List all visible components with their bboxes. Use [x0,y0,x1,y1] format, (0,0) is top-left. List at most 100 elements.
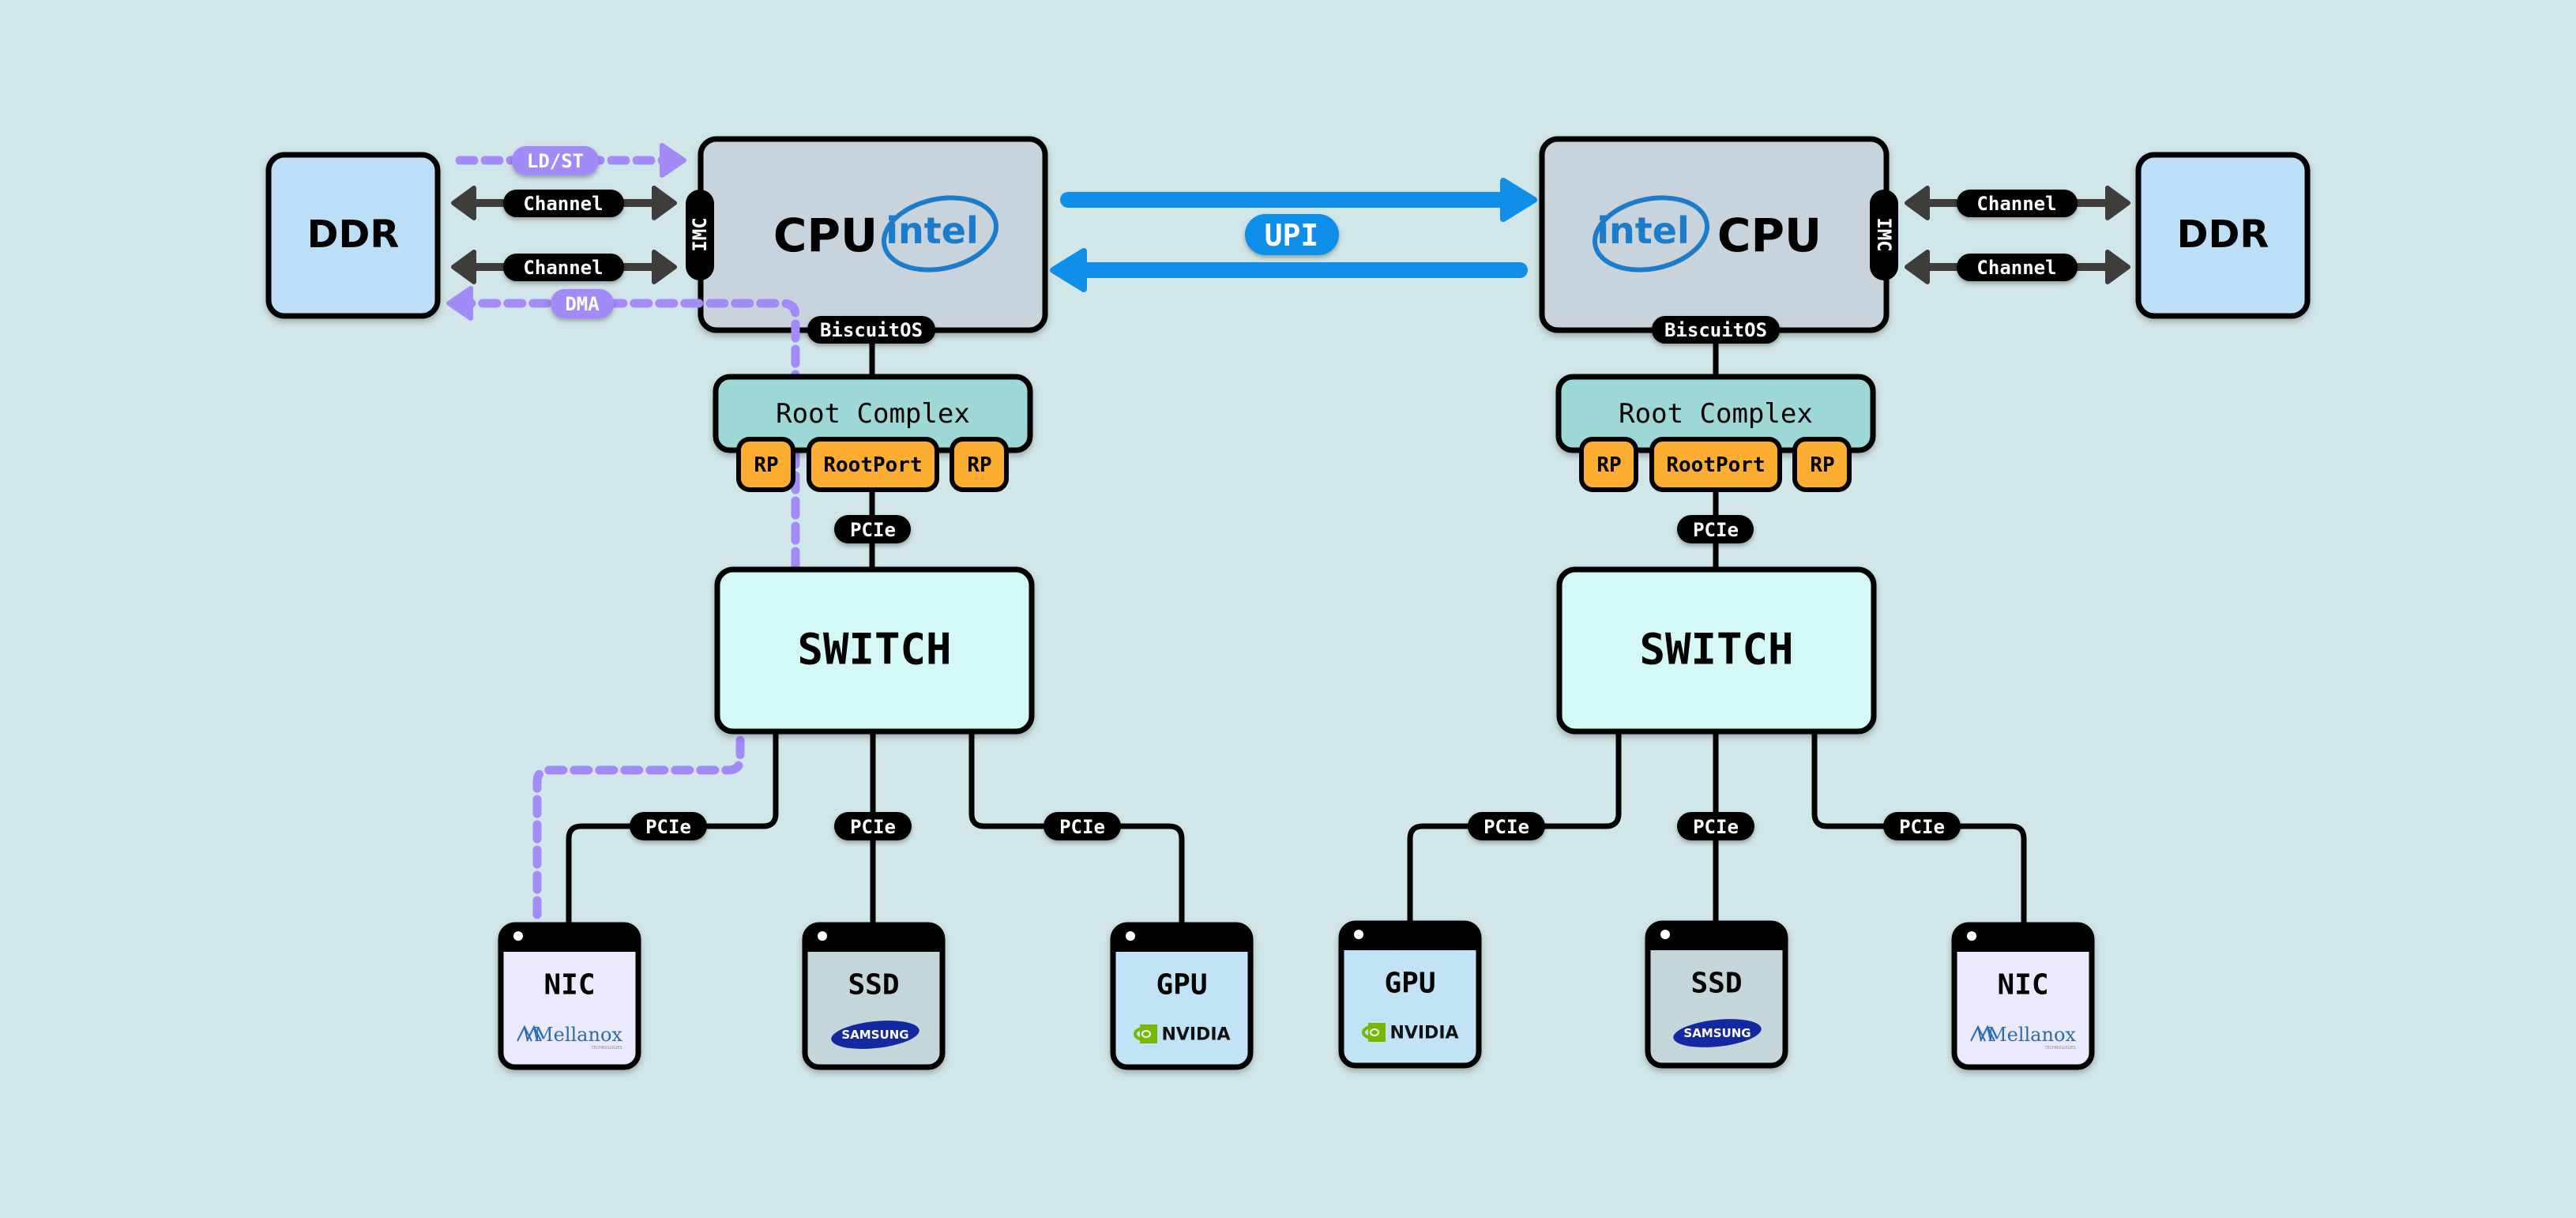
root-port-left [736,437,795,492]
svg-text:SAMSUNG: SAMSUNG [1683,1026,1751,1040]
arrow-left-icon [1050,248,1087,292]
imc-label: IMC [1873,217,1895,251]
cpu-label: CPU [773,209,878,262]
channel-label: Channel [523,193,603,215]
memory-channel-2: Channel [1905,250,2130,284]
led-icon [1967,931,1976,941]
double-arrow-left-icon [451,186,476,220]
cpu-label: CPU [1717,209,1822,262]
mellanox-logo-icon: Mellanox TECHNOLOGIES [1970,1024,2076,1051]
device-gpu[interactable]: GPU NVIDIA [1110,922,1254,1070]
svg-text:intel: intel [886,209,978,252]
pcie-label: PCIe [645,816,691,838]
memory-channel-1: Channel [451,186,677,220]
intel-logo-icon: intel [1592,195,1710,273]
double-arrow-left-icon [1905,250,1930,284]
pcie-label: PCIe [850,519,896,541]
double-arrow-left-icon [451,250,476,284]
double-arrow-right-icon [652,250,677,284]
pcie-label: PCIe [1693,816,1739,838]
root-port-label: RP [967,453,991,477]
ddr-module [2135,152,2311,319]
svg-text:Mellanox: Mellanox [1987,1024,2076,1046]
led-icon [1354,930,1363,939]
pcie-badge [1044,812,1121,840]
root-port-main [807,437,939,492]
double-arrow-right-icon [2105,250,2130,284]
nvidia-logo-icon: NVIDIA [1134,1024,1231,1045]
memory-channel-2: Channel [451,250,677,284]
device-gpu[interactable]: GPU NVIDIA [1338,920,1482,1069]
pcie-label: PCIe [1899,816,1945,838]
device-label: GPU [1156,969,1207,1002]
dma-arrowhead-icon [446,286,473,321]
device-ssd[interactable]: SSD SAMSUNG [1645,920,1788,1069]
pcie-badge [834,515,911,543]
device-label: SSD [848,969,899,1002]
pcie-label: PCIe [1059,816,1105,838]
root-port-label: RP [1596,453,1621,477]
double-arrow-right-icon [652,186,677,220]
pcie-switch [714,566,1035,735]
intel-logo-icon: intel [881,195,999,273]
pcie-label: PCIe [1693,519,1739,541]
svg-text:intel: intel [1596,209,1689,252]
switch-label: SWITCH [797,625,951,675]
ldst-label: LD/ST [527,150,584,172]
root-port-label: RP [1810,453,1834,477]
double-arrow-right-icon [2105,186,2130,220]
dma-label: DMA [565,293,600,315]
arrow-right-icon [1500,178,1537,222]
biscuitos-badge [807,316,935,344]
imc-label: IMC [689,217,711,251]
samsung-logo-icon: SAMSUNG [1673,1019,1762,1047]
biscuitos-label: BiscuitOS [1664,319,1767,341]
left-host: DDR CPU intel IMC LD/ST Channel Ch [265,136,1254,1070]
root-port-label: RootPort [1666,453,1765,477]
double-arrow-left-icon [1905,186,1930,220]
device-label: GPU [1384,968,1435,1000]
root-complex-label: Root Complex [776,398,970,430]
right-host: intel CPU IMC Channel Channel DDR Biscui… [1338,136,2311,1070]
pcie-badge [1883,812,1961,840]
pcie-badge [1468,812,1545,840]
device-nic[interactable]: NIC Mellanox TECHNOLOGIES [1951,922,2095,1070]
root-port-label: RP [754,453,778,477]
pcie-label: PCIe [1484,816,1529,838]
nvidia-logo-icon: NVIDIA [1362,1023,1459,1043]
ddr-label: DDR [307,212,400,257]
upi-label: UPI [1265,218,1319,253]
root-port-left [1579,437,1638,492]
imc-badge [1870,190,1898,280]
device-label: SSD [1690,968,1742,1000]
device-ssd[interactable]: SSD SAMSUNG [802,922,946,1070]
pcie-badge [1677,812,1754,840]
ddr-module [265,152,441,319]
mellanox-logo-icon: Mellanox TECHNOLOGIES [517,1024,622,1051]
led-icon [513,931,523,941]
channel-label: Channel [523,257,603,279]
root-complex-label: Root Complex [1619,398,1813,430]
pcie-badge [630,812,707,840]
device-label: NIC [543,969,595,1002]
svg-text:TECHNOLOGIES: TECHNOLOGIES [2044,1046,2075,1051]
biscuitos-badge [1652,316,1780,344]
pcie-badge [1677,515,1754,543]
svg-text:Mellanox: Mellanox [534,1024,622,1046]
imc-badge [686,190,714,280]
dma-path-upper [458,299,800,570]
root-port-right [950,437,1009,492]
svg-text:NVIDIA: NVIDIA [1390,1024,1458,1043]
ddr-label: DDR [2177,212,2270,257]
switch-label: SWITCH [1639,625,1793,675]
root-port-main [1649,437,1782,492]
root-port-label: RootPort [823,453,922,477]
root-port-right [1792,437,1852,492]
memory-channel-1: Channel [1905,186,2130,220]
dma-badge [551,289,614,318]
pcie-badge [834,812,912,840]
svg-text:SAMSUNG: SAMSUNG [841,1028,908,1042]
device-nic[interactable]: NIC Mellanox TECHNOLOGIES [498,922,641,1070]
svg-text:TECHNOLOGIES: TECHNOLOGIES [590,1046,622,1051]
